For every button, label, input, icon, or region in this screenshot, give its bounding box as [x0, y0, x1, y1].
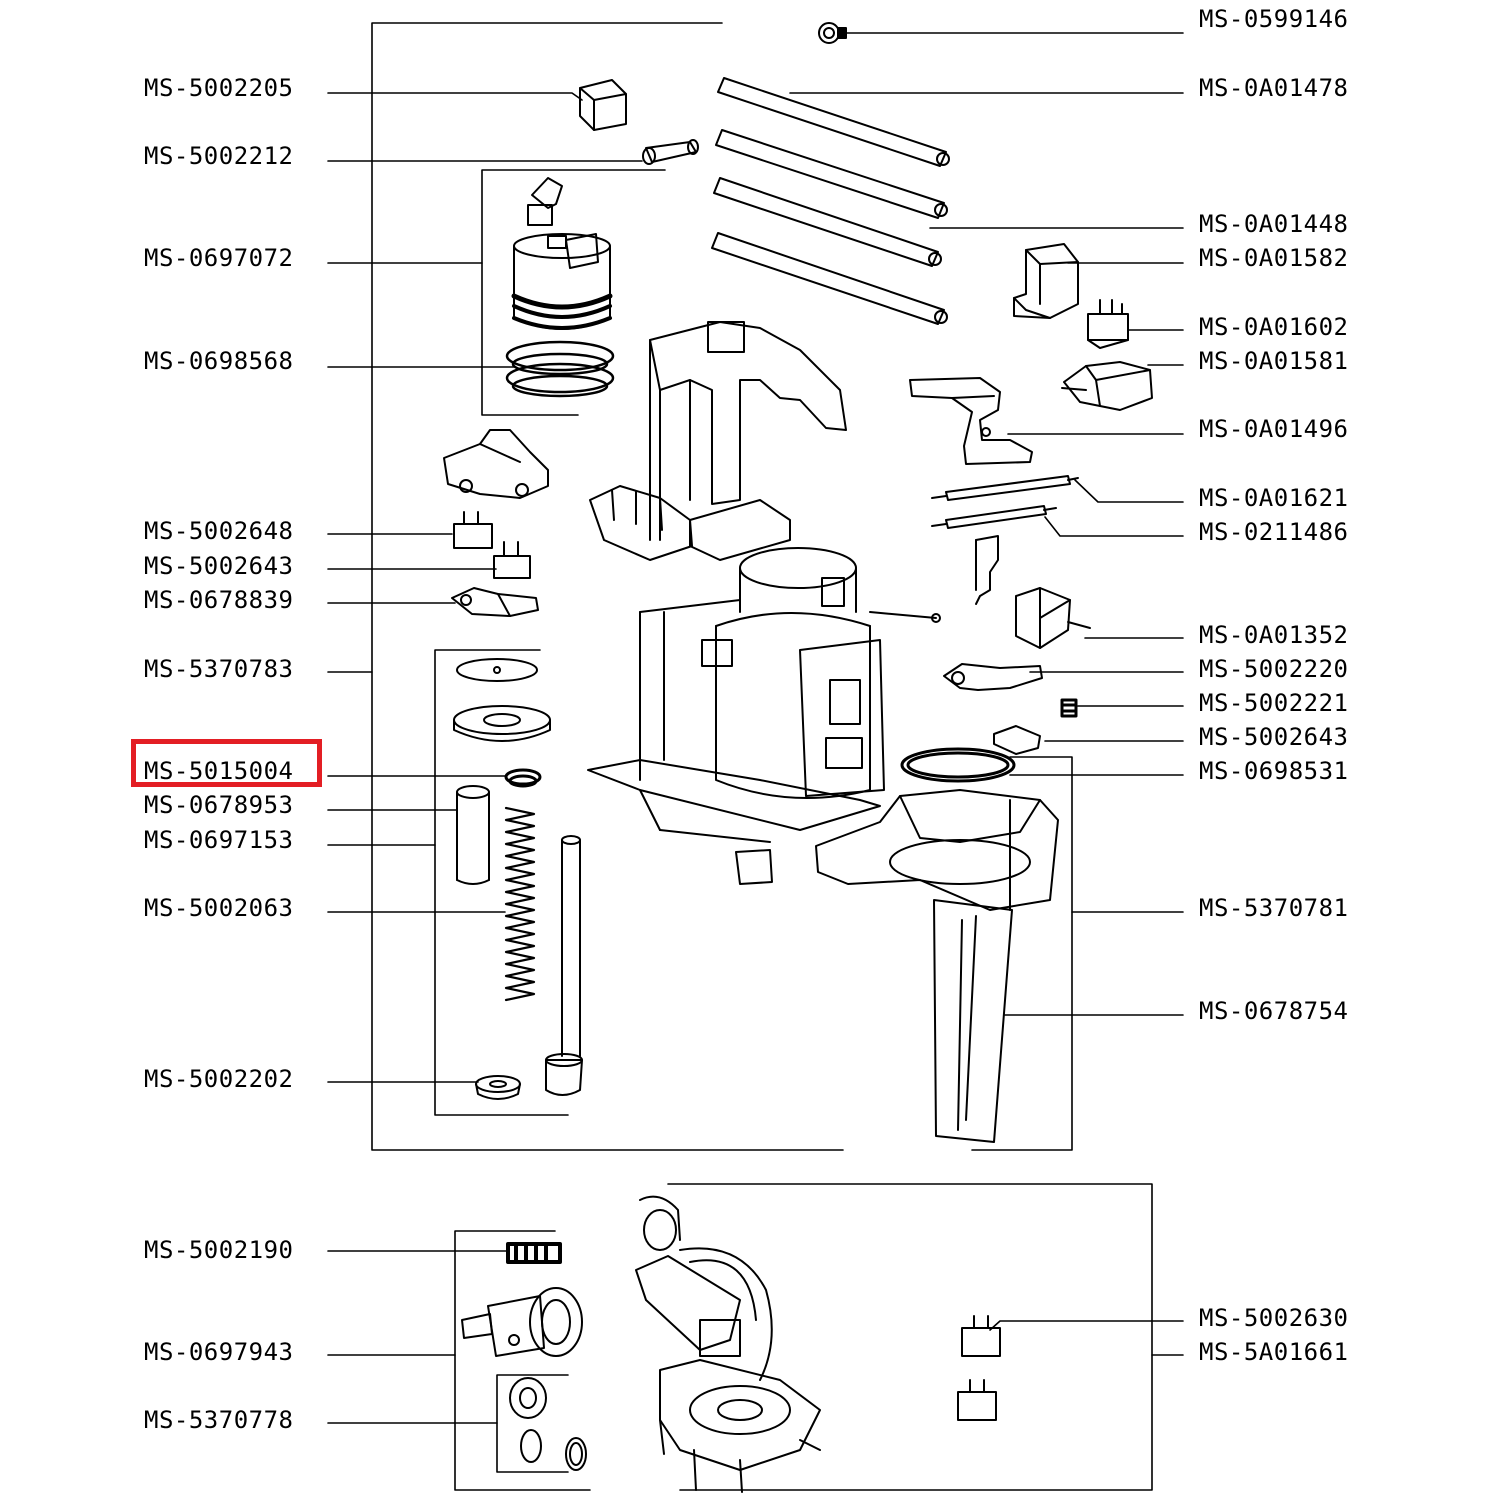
part-label: MS-5002205 [144, 74, 294, 102]
part-lever-5002220 [944, 664, 1042, 690]
part-gasket-0698531 [902, 749, 1014, 781]
part-label: MS-0A01496 [1199, 415, 1349, 443]
part-cap-0A01582 [1014, 244, 1078, 318]
part-oring-5015004 [506, 770, 540, 786]
part-kit-5370778 [510, 1378, 586, 1470]
part-heater-rods [932, 476, 1078, 528]
part-label: MS-0A01448 [1199, 210, 1349, 238]
part-label: MS-0A01582 [1199, 244, 1349, 272]
part-label: MS-5A01661 [1199, 1338, 1349, 1366]
part-label: MS-0599146 [1199, 5, 1349, 33]
part-label: MS-0A01352 [1199, 621, 1349, 649]
part-label: MS-5002202 [144, 1065, 294, 1093]
part-orings-0698568 [507, 342, 613, 396]
part-label: MS-5002643 [1199, 723, 1349, 751]
part-spring-5002063 [506, 808, 534, 1000]
part-label: MS-0698531 [1199, 757, 1349, 785]
part-label: MS-0A01602 [1199, 313, 1349, 341]
part-label: MS-5002212 [144, 142, 294, 170]
part-label: MS-5002630 [1199, 1304, 1349, 1332]
part-disc-thick [454, 706, 550, 741]
part-switch-5002643-right [994, 726, 1040, 754]
leader-lines-right [790, 33, 1183, 1355]
part-label: MS-5370783 [144, 655, 294, 683]
part-label: MS-5370778 [144, 1406, 294, 1434]
part-rod-vertical [546, 836, 582, 1095]
part-housing-5370781 [816, 790, 1058, 910]
part-label: MS-5002221 [1199, 689, 1349, 717]
part-label: MS-0697153 [144, 826, 294, 854]
part-switch-5002643-left [494, 542, 530, 578]
part-label: MS-5002648 [144, 517, 294, 545]
part-label: MS-0211486 [1199, 518, 1349, 546]
part-label: MS-0678953 [144, 791, 294, 819]
part-label: MS-5002220 [1199, 655, 1349, 683]
part-bracket-0A01581 [1062, 362, 1152, 410]
part-label-highlighted: MS-5015004 [144, 757, 294, 785]
part-label: MS-0A01581 [1199, 347, 1349, 375]
part-label: MS-5002643 [144, 552, 294, 580]
part-clip [976, 536, 998, 604]
part-label: MS-0697072 [144, 244, 294, 272]
part-bracket-0678839 [452, 588, 538, 616]
part-cap-5002202 [476, 1076, 520, 1099]
part-label: MS-0678754 [1199, 997, 1349, 1025]
part-spring-5002221 [1062, 700, 1076, 716]
part-nut-top [819, 23, 846, 43]
highlight-frame [131, 739, 322, 787]
part-block-0A01352 [1016, 588, 1090, 648]
part-cylinder-0697072 [514, 178, 610, 329]
part-pump-5A01661 [636, 1197, 820, 1492]
part-rods [712, 78, 949, 324]
part-block-5002205 [580, 80, 626, 130]
part-disc-thin [457, 659, 537, 681]
part-bracket-left-top [444, 430, 548, 498]
part-switch-5002630 [958, 1316, 1000, 1420]
part-switch-5002648 [454, 512, 492, 548]
part-label: MS-5370781 [1199, 894, 1349, 922]
part-label: MS-0A01621 [1199, 484, 1349, 512]
part-spring-5002190 [508, 1244, 560, 1262]
part-tube-5002212 [643, 140, 698, 164]
group-brackets [372, 23, 1152, 1490]
part-label: MS-0698568 [144, 347, 294, 375]
part-label: MS-0A01478 [1199, 74, 1349, 102]
part-label: MS-5002190 [144, 1236, 294, 1264]
part-label: MS-0678839 [144, 586, 294, 614]
part-label: MS-0697943 [144, 1338, 294, 1366]
part-main-frame [588, 322, 940, 884]
part-valve-0697943 [462, 1288, 582, 1356]
part-label: MS-5002063 [144, 894, 294, 922]
part-tube-0678953 [457, 786, 489, 884]
leader-lines-left [328, 93, 642, 1423]
part-switch-0A01602 [1088, 300, 1128, 348]
part-lever-0A01496 [910, 378, 1032, 464]
part-chute-0678754 [934, 900, 1012, 1142]
